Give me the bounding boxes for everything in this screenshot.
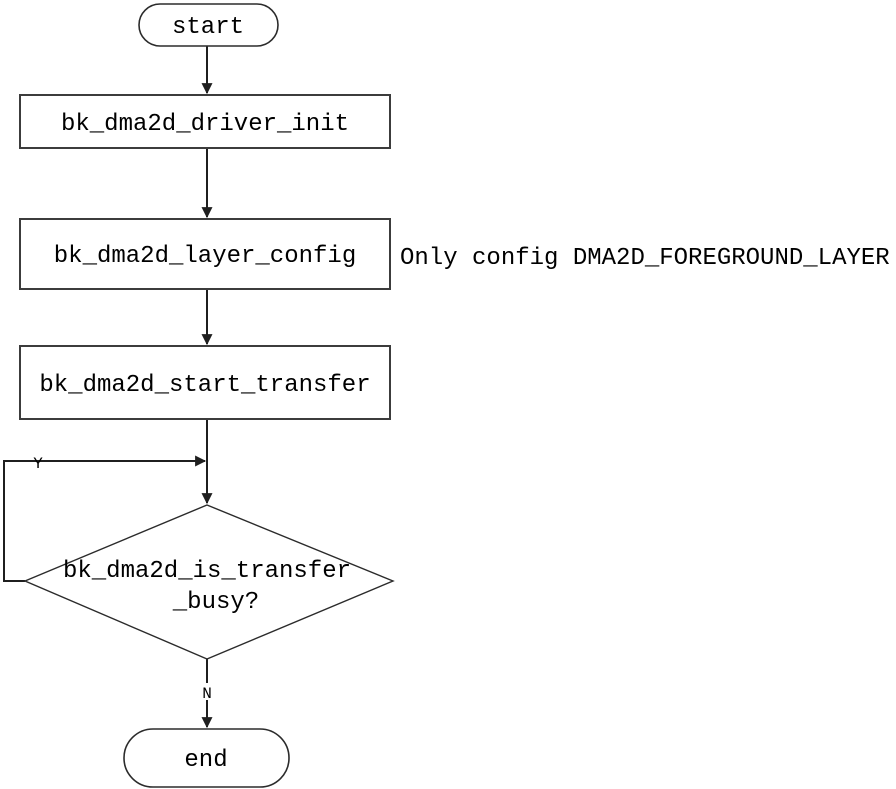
node-end xyxy=(123,728,290,788)
node-end-label: end xyxy=(184,747,227,774)
node-is-transfer-busy-label-line2: _busy? xyxy=(172,589,259,616)
node-is-transfer-busy-label-line1: bk_dma2d_is_transfer xyxy=(63,558,351,585)
node-start xyxy=(138,3,279,47)
layer-config-note: Only config DMA2D_FOREGROUND_LAYER xyxy=(400,245,890,272)
branch-label-no: N xyxy=(202,685,212,703)
node-is-transfer-busy xyxy=(23,504,395,660)
node-driver-init-label: bk_dma2d_driver_init xyxy=(61,111,349,138)
edge-decision-yes-loop xyxy=(3,455,207,582)
node-start-label: start xyxy=(172,14,244,41)
node-layer-config-label: bk_dma2d_layer_config xyxy=(54,243,356,270)
node-driver-init xyxy=(19,94,391,149)
node-start-transfer xyxy=(19,345,391,420)
node-layer-config xyxy=(19,218,391,290)
branch-label-no-backdrop xyxy=(199,683,215,700)
branch-label-yes: Y xyxy=(33,455,43,473)
node-start-transfer-label: bk_dma2d_start_transfer xyxy=(39,372,370,399)
